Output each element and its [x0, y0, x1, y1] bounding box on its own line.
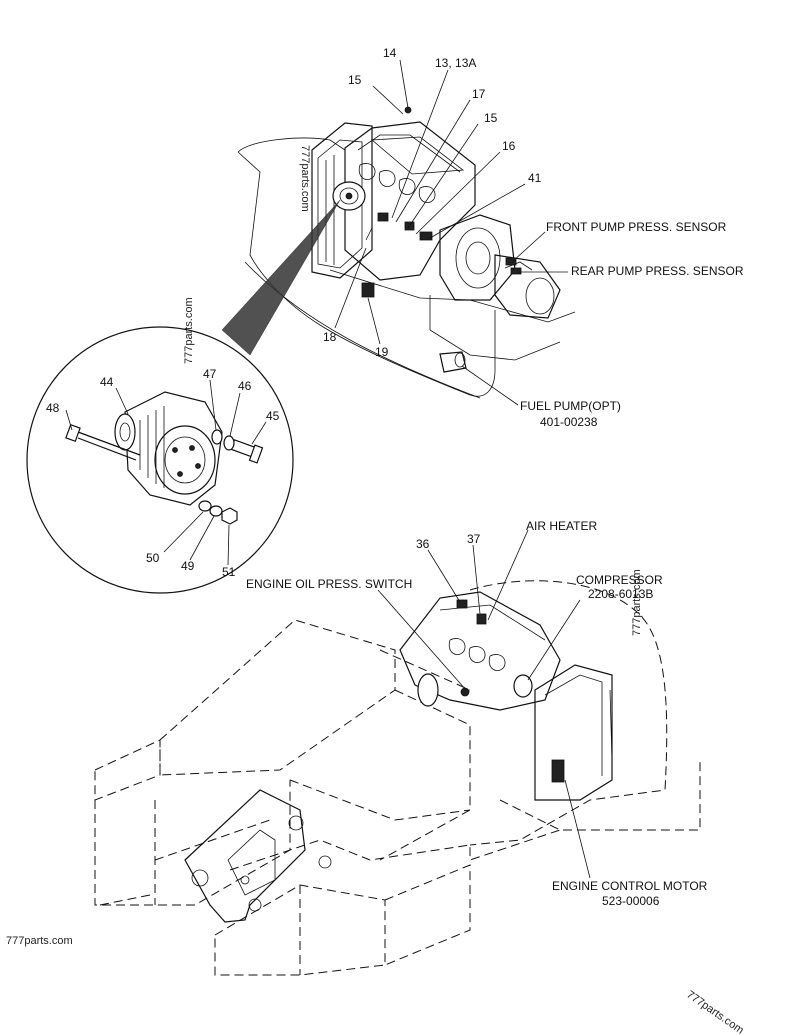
hydraulic-pump — [494, 254, 561, 319]
leader-lines — [65, 59, 591, 879]
callout-numbers: 14 15 13, 13A 17 15 16 41 18 19 44 47 46… — [46, 46, 542, 579]
callout-13: 13, 13A — [435, 56, 476, 70]
callout-44: 44 — [100, 375, 114, 389]
relay-18 — [361, 282, 375, 298]
part-36 — [456, 599, 468, 609]
washer-47 — [211, 429, 223, 445]
compressor-part — [513, 674, 533, 698]
callout-46: 46 — [238, 379, 252, 393]
label-compressor: COMPRESSOR — [576, 573, 663, 587]
callout-15b: 15 — [484, 111, 498, 125]
callout-49: 49 — [181, 559, 195, 573]
label-engine-control-motor: ENGINE CONTROL MOTOR — [552, 879, 708, 893]
label-fuel-pump: FUEL PUMP(OPT) — [520, 399, 621, 413]
label-engine-oil-switch: ENGINE OIL PRESS. SWITCH — [246, 577, 412, 591]
part-37 — [476, 613, 487, 625]
callout-17: 17 — [472, 87, 486, 101]
label-engine-control-motor-part: 523-00006 — [602, 894, 660, 908]
watermark-top: 777parts.com — [299, 145, 311, 212]
callout-19: 19 — [375, 345, 389, 359]
detail-circle — [26, 326, 294, 594]
nut-51 — [221, 507, 238, 525]
zoom-cone — [221, 199, 341, 356]
callout-47: 47 — [203, 367, 217, 381]
callout-14: 14 — [383, 46, 397, 60]
callout-15: 15 — [348, 73, 362, 87]
oil-filter — [417, 673, 439, 707]
pulley — [114, 413, 136, 451]
fuel-pump — [439, 351, 467, 373]
label-front-pump-sensor: FRONT PUMP PRESS. SENSOR — [546, 220, 727, 234]
watermark-detail: 777parts.com — [183, 297, 195, 364]
flywheel-housing — [439, 214, 516, 301]
callout-18: 18 — [323, 330, 337, 344]
front-pump-sensor — [505, 257, 517, 266]
callout-41: 41 — [528, 171, 542, 185]
rear-pump-sensor — [510, 267, 522, 275]
watermark-bottom-right: 777parts.com — [684, 989, 745, 1035]
callout-48: 48 — [46, 401, 60, 415]
alternator-detail — [26, 326, 294, 594]
callout-50: 50 — [146, 551, 160, 565]
lower-radiator — [534, 664, 613, 801]
label-air-heater: AIR HEATER — [526, 519, 597, 533]
label-compressor-part: 2208-6013B — [588, 587, 653, 601]
watermark-bottom-left: 777parts.com — [6, 935, 73, 947]
callout-45: 45 — [266, 409, 280, 423]
callout-36: 36 — [416, 537, 430, 551]
callout-37: 37 — [467, 532, 481, 546]
label-rear-pump-sensor: REAR PUMP PRESS. SENSOR — [571, 264, 744, 278]
lower-machine-assembly — [94, 580, 701, 976]
washer-46 — [223, 435, 235, 451]
watermark-right: 777parts.com — [631, 569, 643, 636]
boom-bracket — [184, 789, 306, 923]
upper-engine-assembly — [237, 106, 576, 399]
bolt-48 — [77, 431, 141, 456]
callout-16: 16 — [502, 139, 516, 153]
component-labels: FRONT PUMP PRESS. SENSOR REAR PUMP PRESS… — [246, 220, 744, 908]
washer-50 — [198, 500, 212, 512]
radiator-frame — [311, 122, 373, 279]
label-fuel-pump-part: 401-00238 — [540, 415, 598, 429]
oil-press-switch — [460, 687, 470, 697]
washer-49 — [209, 505, 223, 517]
engine-control-motor — [551, 759, 565, 783]
callout-51: 51 — [222, 565, 236, 579]
